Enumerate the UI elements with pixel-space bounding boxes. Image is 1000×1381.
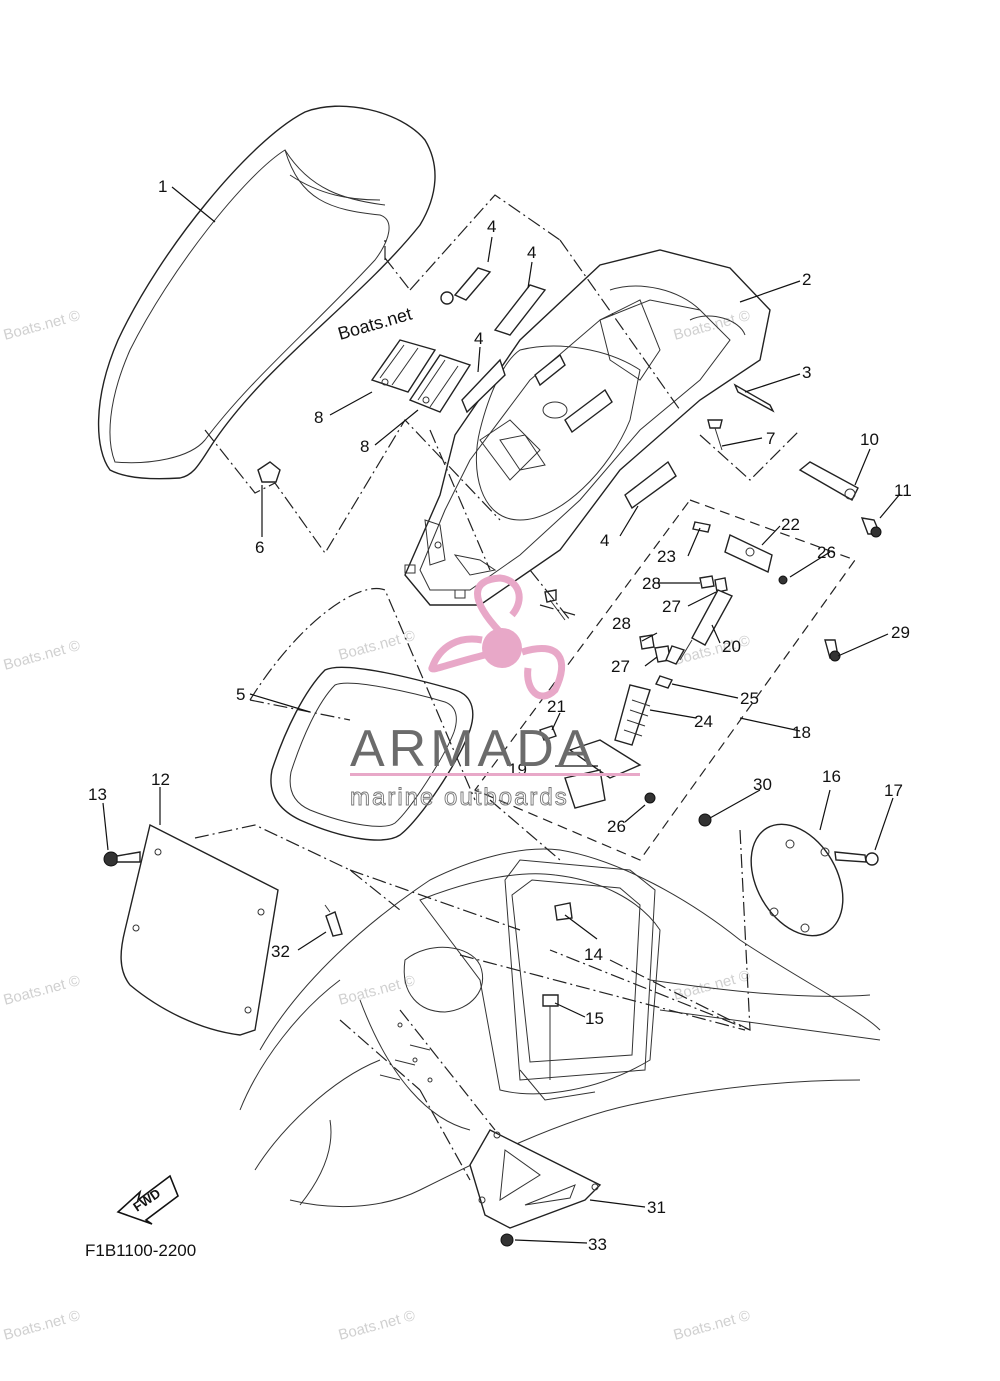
part-31-bracket bbox=[469, 1129, 602, 1247]
inline-watermark-label: Boats.net bbox=[336, 304, 415, 344]
watermark: Boats.net © bbox=[672, 1307, 752, 1344]
part-label-18: 18 bbox=[792, 723, 811, 742]
part-label-33: 33 bbox=[588, 1235, 607, 1254]
part-label-4: 4 bbox=[600, 531, 609, 550]
part-label-28: 28 bbox=[612, 614, 631, 633]
part-3-rod bbox=[733, 383, 775, 413]
part-label-4: 4 bbox=[474, 329, 483, 348]
box-fasteners bbox=[542, 902, 573, 1080]
watermark: Boats.net © bbox=[672, 967, 752, 1004]
part-label-13: 13 bbox=[88, 785, 107, 804]
part-32-screw bbox=[324, 904, 343, 937]
part-label-25: 25 bbox=[740, 689, 759, 708]
leader-lines bbox=[102, 186, 901, 1244]
part-label-12: 12 bbox=[151, 770, 170, 789]
propeller-icon bbox=[428, 574, 566, 700]
part-label-26: 26 bbox=[817, 543, 836, 562]
assembly-lines bbox=[194, 194, 801, 1181]
watermark: Boats.net © bbox=[2, 972, 82, 1009]
seat-cover-drawing bbox=[97, 105, 436, 480]
part-label-26: 26 bbox=[607, 817, 626, 836]
gas-strut-assembly bbox=[474, 499, 856, 861]
drawing-code: F1B1100-2200 bbox=[85, 1241, 196, 1260]
part-8-brackets bbox=[370, 339, 472, 413]
watermark: Boats.net © bbox=[337, 1307, 417, 1344]
part-label-15: 15 bbox=[585, 1009, 604, 1028]
part-label-16: 16 bbox=[822, 767, 841, 786]
part-12-panel bbox=[103, 823, 279, 1036]
watermark: Boats.net © bbox=[672, 307, 752, 344]
part-label-28: 28 bbox=[642, 574, 661, 593]
fwd-arrow-icon: FWD bbox=[116, 1174, 179, 1225]
armada-logo-tagline: marine outboards bbox=[350, 784, 569, 811]
part-label-27: 27 bbox=[611, 657, 630, 676]
watermark: Boats.net © bbox=[2, 637, 82, 674]
part-16-cover bbox=[750, 823, 879, 937]
part-label-8: 8 bbox=[360, 437, 369, 456]
part-label-4: 4 bbox=[487, 217, 496, 236]
part-label-22: 22 bbox=[781, 515, 800, 534]
part-label-11: 11 bbox=[894, 481, 912, 500]
part-5-gasket bbox=[270, 666, 474, 841]
part-label-20: 20 bbox=[722, 637, 741, 656]
part-label-24: 24 bbox=[694, 712, 713, 731]
watermark: Boats.net © bbox=[337, 627, 417, 664]
armada-logo: ARMADA marine outboards bbox=[350, 574, 640, 811]
part-label-8: 8 bbox=[314, 408, 323, 427]
watermark: Boats.net © bbox=[2, 1307, 82, 1344]
hinge-assembly bbox=[798, 461, 882, 538]
part-label-10: 10 bbox=[860, 430, 879, 449]
part-label-32: 32 bbox=[271, 942, 290, 961]
part-label-17: 17 bbox=[884, 781, 903, 800]
part-label-1: 1 bbox=[158, 177, 167, 196]
part-label-14: 14 bbox=[584, 945, 603, 964]
part-4-pads bbox=[453, 267, 677, 510]
part-label-30: 30 bbox=[753, 775, 772, 794]
armada-logo-name: ARMADA bbox=[350, 720, 596, 778]
part-label-5: 5 bbox=[236, 685, 245, 704]
part-label-3: 3 bbox=[802, 363, 811, 382]
part-label-21: 21 bbox=[547, 697, 566, 716]
part-label-23: 23 bbox=[657, 547, 676, 566]
part-label-2: 2 bbox=[802, 270, 811, 289]
watermark: Boats.net © bbox=[2, 307, 82, 344]
part-label-6: 6 bbox=[255, 538, 264, 557]
part-label-31: 31 bbox=[647, 1198, 666, 1217]
part-label-29: 29 bbox=[891, 623, 910, 642]
inline-marker-icon bbox=[440, 291, 454, 305]
part-label-7: 7 bbox=[766, 429, 775, 448]
part-label-27: 27 bbox=[662, 597, 681, 616]
part-label-4: 4 bbox=[527, 243, 536, 262]
hull-body bbox=[239, 848, 881, 1208]
part-number-labels: 1 2 3 4 4 4 4 5 6 7 8 8 9 10 11 12 13 14… bbox=[88, 177, 912, 1254]
